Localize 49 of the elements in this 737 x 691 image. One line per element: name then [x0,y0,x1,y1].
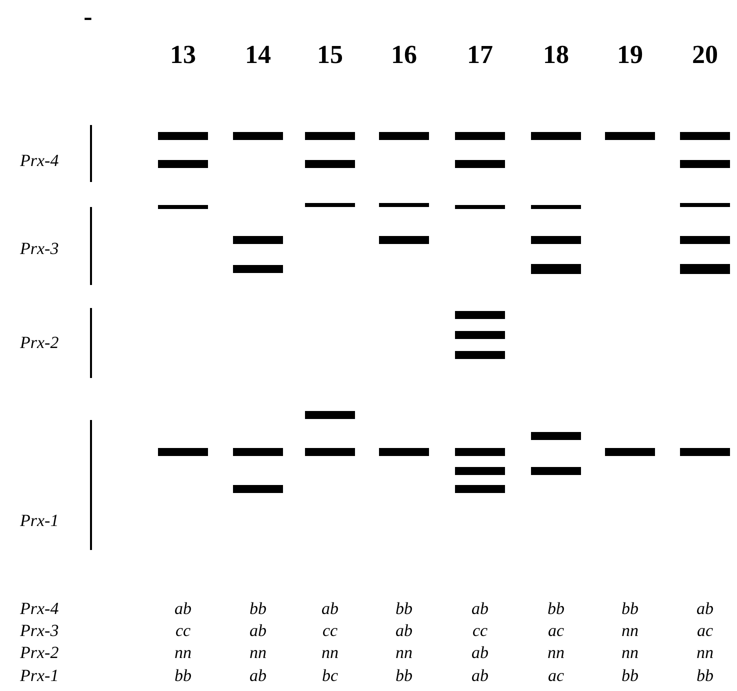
genotype-cell: nn [396,644,412,661]
genotype-cell: ab [174,600,192,617]
genotype-cell: bb [250,600,266,617]
genotype-cell: ab [250,667,266,684]
genotype-cell: ab [472,644,488,661]
locus-label: Prx-2 [20,334,59,351]
genotype-cell: ac [548,667,564,684]
lane-number: 18 [543,42,569,68]
genotype-cell: bc [322,667,338,684]
genotype-cell: bb [622,600,638,617]
genotype-cell: cc [472,622,488,639]
lane-number: 14 [245,42,271,68]
genotype-cell: bb [396,667,412,684]
genotype-cell: ac [696,622,714,639]
lane-number: 20 [692,42,718,68]
genotype-cell: nn [622,622,638,639]
genotype-cell: bb [396,600,412,617]
genotype-cell: nn [548,644,564,661]
genotype-cell: nn [322,644,338,661]
locus-label: Prx-3 [20,240,59,257]
locus-label: Prx-1 [20,512,59,529]
genotype-cell: ab [472,600,488,617]
lane-number: 19 [617,42,643,68]
locus-name: Prx-3 [20,622,59,639]
genotype-cell: bb [696,667,714,684]
locus-name: Prx-1 [20,667,59,684]
genotype-cell: ab [696,600,714,617]
genotype-cell: ab [322,600,338,617]
genotype-cell: nn [174,644,192,661]
locus-name: Prx-2 [20,644,59,661]
polarity-sign: - [84,4,92,30]
locus-name: Prx-4 [20,600,59,617]
genotype-cell: cc [322,622,338,639]
lane-number: 15 [317,42,343,68]
lane-number: 16 [391,42,417,68]
genotype-cell: bb [548,600,564,617]
lane-number: 17 [467,42,493,68]
genotype-cell: ab [250,622,266,639]
genotype-cell: nn [622,644,638,661]
genotype-cell: ab [472,667,488,684]
genotype-cell: ac [548,622,564,639]
genotype-cell: bb [622,667,638,684]
genotype-cell: nn [696,644,714,661]
genotype-cell: cc [175,622,191,639]
genotype-cell: ab [396,622,412,639]
genotype-cell: bb [174,667,192,684]
lane-number: 13 [170,42,196,68]
genotype-cell: nn [250,644,266,661]
locus-label: Prx-4 [20,152,59,169]
